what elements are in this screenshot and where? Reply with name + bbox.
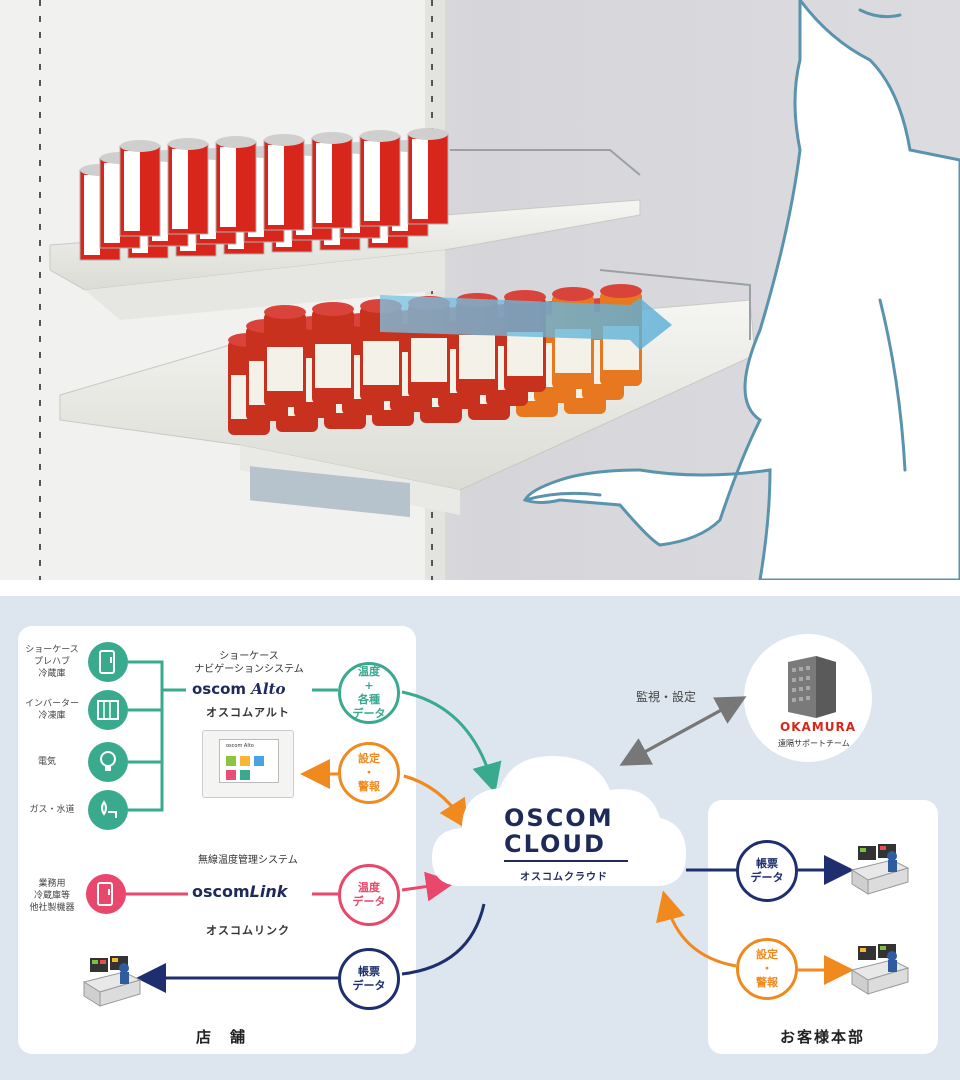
link-logo: oscomLink [192, 882, 288, 901]
hq-title: お客様本部 [780, 1028, 866, 1046]
link-kana: オスコムリンク [206, 924, 290, 937]
hq-panel [708, 800, 938, 1054]
okamura-brand: OKAMURA [780, 720, 856, 734]
connector-lines [126, 660, 854, 993]
device-label-showcase: ショーケースプレハブ冷蔵庫 [25, 645, 79, 679]
cloud-kana: オスコムクラウド [520, 872, 608, 883]
okamura-team: 遠隔サポートチーム [778, 739, 850, 748]
link-caption: 無線温度管理システム [198, 855, 298, 866]
alto-caption: ショーケースナビゲーションシステム [194, 651, 304, 675]
store-settings-alarm-bubble: 設定・警報 [338, 742, 400, 804]
cloud-logo-line1: OSCOM [504, 804, 614, 832]
sauce-jar [312, 302, 354, 404]
alto-logo: oscom Alto [192, 680, 286, 698]
store-pc-icon [82, 956, 142, 1007]
tomato-can [263, 134, 305, 231]
inverter-freezer-icon [88, 690, 128, 730]
store-report-data-bubble: 帳票データ [338, 948, 400, 1010]
okamura-building-icon [788, 656, 836, 718]
device-label-inverter: インバーター冷凍庫 [24, 699, 79, 721]
tomato-can [215, 136, 257, 233]
device-label-gas-water: ガス・水道 [29, 805, 75, 815]
device-label-electricity: 電気 [37, 757, 56, 767]
product-photo [0, 0, 960, 582]
alto-screen-label: oscom Alto [226, 743, 254, 749]
hq-pc-icon-1 [850, 844, 910, 895]
sauce-jar [264, 305, 306, 407]
gas-water-icon [88, 790, 128, 830]
cloud-logo-line2: CLOUD [504, 830, 606, 858]
showcase-device-icon [88, 642, 128, 682]
alto-device-image: oscom Alto [202, 730, 294, 798]
tomato-can [359, 130, 401, 227]
alto-kana: オスコムアルト [206, 706, 290, 719]
tomato-can [311, 132, 353, 229]
hq-pc-icon-2 [850, 944, 910, 995]
hq-report-data-bubble: 帳票データ [736, 840, 798, 902]
alto-screen: oscom Alto [219, 739, 279, 783]
temp-various-bubble: 温度+各種データ [338, 662, 400, 724]
electricity-bulb-icon [88, 742, 128, 782]
cloud-divider [504, 860, 628, 862]
tomato-can [407, 128, 449, 225]
shelf-illustration [0, 0, 960, 582]
tomato-can [167, 138, 209, 235]
store-title: 店 舗 [196, 1028, 248, 1046]
temp-data-bubble: 温度データ [338, 864, 400, 926]
device-label-third-party: 業務用冷蔵庫等他社製機器 [29, 879, 75, 913]
system-diagram: ショーケースプレハブ冷蔵庫 インバーター冷凍庫 電気 ガス・水道 業務用冷蔵庫等… [0, 596, 960, 1080]
hq-settings-alarm-bubble: 設定・警報 [736, 938, 798, 1000]
monitor-settings-label: 監視・設定 [636, 690, 697, 704]
tomato-can [119, 140, 161, 237]
third-party-fridge-icon [86, 874, 126, 914]
